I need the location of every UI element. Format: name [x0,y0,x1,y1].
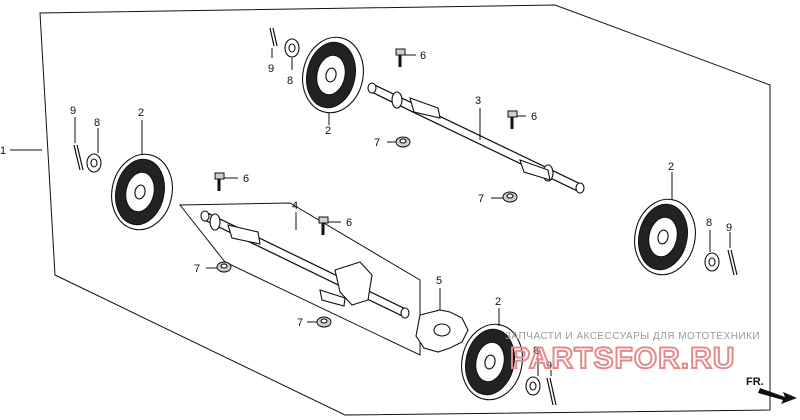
assembly-outline [39,4,771,416]
wheel-top [302,36,364,114]
callout-washer-a: 8 [94,117,100,129]
nut-d [316,316,332,328]
bolt-c [214,172,225,191]
rear-axle [367,82,585,194]
bolt-d [318,216,329,235]
callout-pin-d: 9 [546,360,552,372]
callout-bolt-a: 6 [420,50,426,62]
callout-wheel-r: 2 [668,161,674,173]
nut-b [502,191,518,203]
callout-wheel-b: 2 [495,296,501,308]
bolt-b [507,110,518,129]
callout-plate: 5 [436,275,442,287]
watermark-caption: ЗАПЧАСТИ И АКСЕССУАРЫ ДЛЯ МОТОТЕХНИКИ [505,331,760,342]
pin-a [73,144,84,171]
callout-pin-a: 9 [70,105,76,117]
pin-b [269,27,278,47]
callout-pin-c: 9 [726,222,732,234]
wheel-right [634,198,696,276]
callout-washer-c: 8 [706,217,712,229]
callout-bolt-d: 6 [346,217,352,229]
callout-assembly: 1 [0,145,6,157]
front-axle [200,210,410,319]
callout-washer-b: 8 [287,75,293,87]
front-direction-arrow: FR. [746,376,797,404]
washer-a [86,153,102,173]
callout-nut-d: 7 [297,317,303,329]
callout-nut-a: 7 [374,137,380,149]
pin-d [546,377,557,406]
bolt-a [395,48,406,67]
washer-b [284,38,300,58]
callout-bolt-c: 6 [243,173,249,185]
washer-d [525,376,541,396]
wheel-top-left [111,153,173,231]
callout-washer-d: 8 [533,345,539,357]
callout-axle-rear: 3 [475,95,481,107]
arrow-icon [758,388,797,404]
callout-nut-c: 7 [194,263,200,275]
wheel-bottom [461,323,523,401]
callout-wheel-top: 2 [325,125,331,137]
svg-text:FR.: FR. [746,376,764,388]
pin-c [727,249,738,276]
callout-bolt-b: 6 [531,111,537,123]
callout-nut-b: 7 [478,193,484,205]
nut-c [216,261,232,273]
washer-c [704,252,720,272]
watermark-logo: PARTSFOR.RU [510,342,735,375]
nut-a [395,136,411,148]
plate [415,309,469,353]
callout-pin-b: 9 [268,63,274,75]
callout-axle-front: 4 [292,200,298,212]
callout-wheel-tl: 2 [138,107,144,119]
